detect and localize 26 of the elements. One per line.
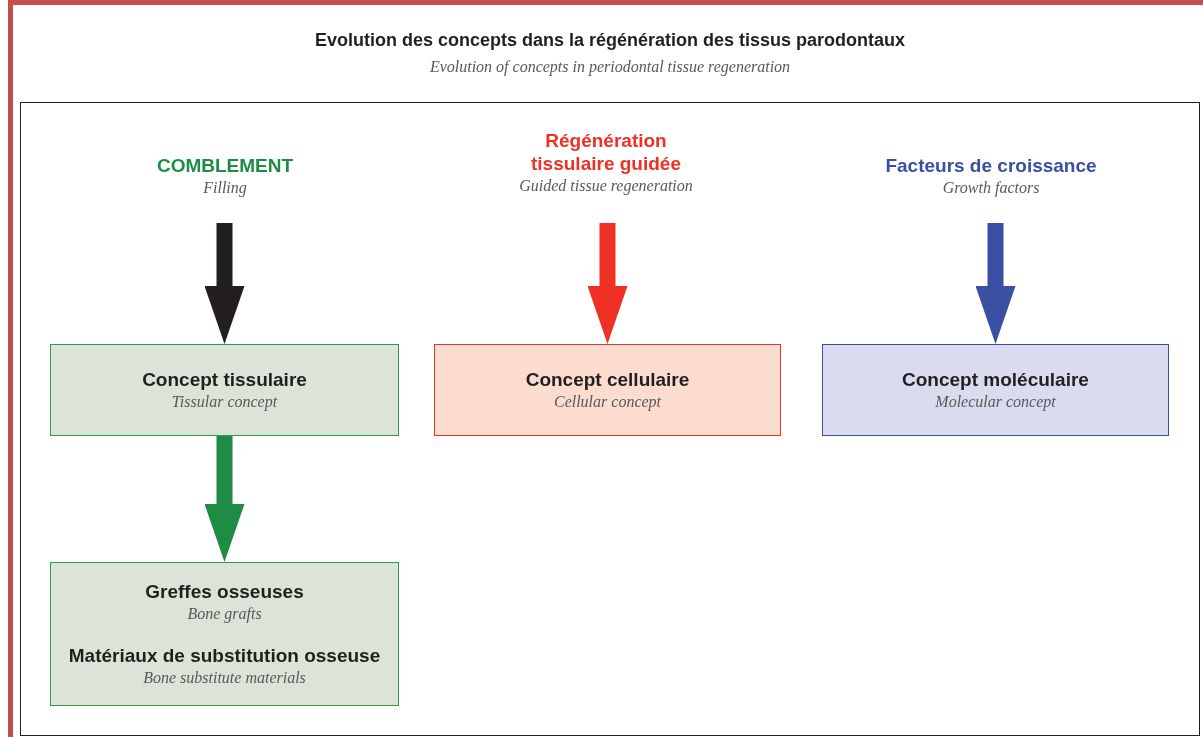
translation: Molecular concept: [935, 391, 1056, 411]
arrow: [587, 223, 628, 344]
column-heading: Facteurs de croissance: [885, 155, 1097, 178]
concept-box: [434, 344, 781, 436]
translation: Bone substitute materials: [143, 667, 306, 687]
concept-box: [50, 344, 399, 436]
concept-title: Concept moléculaire: [902, 369, 1089, 392]
concept-title: Greffes osseuses: [145, 581, 304, 604]
arrow: [975, 223, 1016, 344]
translation: Bone grafts: [187, 603, 262, 623]
concept-box: [822, 344, 1169, 436]
translation: Tissular concept: [171, 391, 278, 411]
arrow: [204, 436, 245, 562]
translation: Filling: [203, 177, 247, 197]
translation: Guided tissue regeneration: [519, 175, 693, 195]
concept-box: [50, 562, 399, 706]
translation: Cellular concept: [553, 391, 662, 411]
arrow: [204, 223, 245, 344]
concept-title: Concept cellulaire: [525, 369, 690, 392]
column-heading: Régénération tissulaire guidée: [530, 130, 682, 176]
subtitle: Evolution of concepts in periodontal tissue regeneration: [428, 57, 792, 77]
concept-title: Matériaux de substitution osseuse: [68, 645, 381, 668]
column-heading: COMBLEMENT: [156, 155, 294, 178]
translation: Growth factors: [942, 177, 1040, 197]
concept-title: Concept tissulaire: [142, 369, 307, 392]
diagram-title: Evolution des concepts dans la régénération des tissus parodontaux: [313, 30, 907, 52]
